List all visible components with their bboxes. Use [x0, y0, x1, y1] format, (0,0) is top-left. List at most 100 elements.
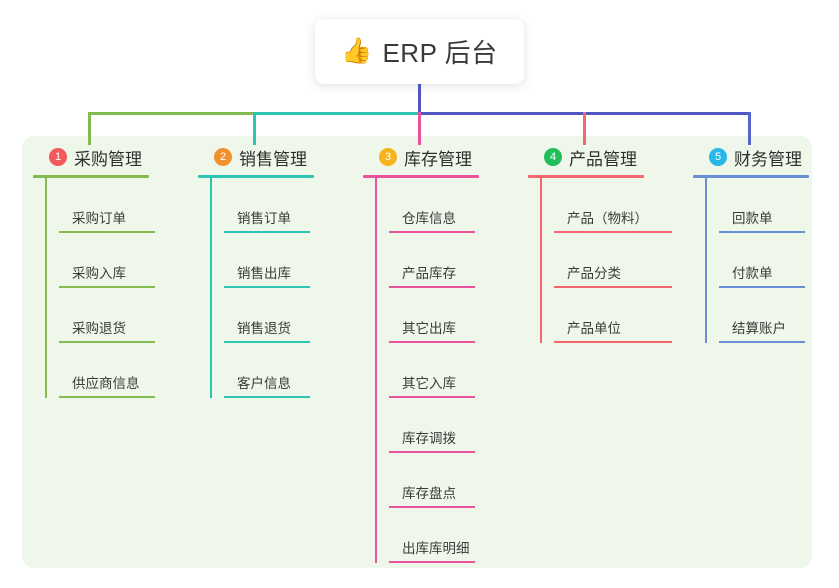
leaf-node[interactable]: 客户信息	[212, 343, 314, 398]
leaf-node-label: 其它出库	[402, 321, 456, 337]
leaf-node[interactable]: 销售出库	[212, 233, 314, 288]
branch-drop-2	[253, 112, 256, 145]
leaf-node-underline	[224, 396, 310, 398]
root-node-title: ERP 后台	[382, 38, 498, 68]
leaf-node-label: 回款单	[732, 211, 773, 227]
branch-drop-4	[583, 112, 586, 145]
leaf-node-label: 产品分类	[567, 266, 621, 282]
leaf-node-underline	[554, 286, 672, 288]
branch-underline-3	[363, 175, 479, 178]
branch-underline-5	[693, 175, 809, 178]
branch-items-5: 回款单付款单结算账户	[693, 178, 809, 343]
leaf-node-label: 采购订单	[72, 211, 126, 227]
branch-underline-1	[33, 175, 149, 178]
connector-bar-left	[88, 112, 253, 115]
branch-underline-4	[528, 175, 644, 178]
leaf-node-label: 采购退货	[72, 321, 126, 337]
leaf-node[interactable]: 销售退货	[212, 288, 314, 343]
leaf-node-label: 销售退货	[237, 321, 291, 337]
leaf-node-label: 出库库明细	[402, 541, 470, 557]
leaf-node-label: 付款单	[732, 266, 773, 282]
branch-drop-3	[418, 112, 421, 145]
branch-drop-5	[748, 112, 751, 145]
branch-spine-1	[45, 178, 47, 398]
branch-header-4[interactable]: 4 产品管理	[528, 145, 644, 169]
leaf-node-label: 产品单位	[567, 321, 621, 337]
branch-spine-5	[705, 178, 707, 343]
leaf-node-underline	[554, 341, 672, 343]
branch-title-1: 采购管理	[74, 149, 142, 169]
leaf-node[interactable]: 采购退货	[47, 288, 155, 343]
branch-title-2: 销售管理	[239, 149, 307, 169]
branch-title-4: 产品管理	[569, 149, 637, 169]
leaf-node[interactable]: 结算账户	[707, 288, 809, 343]
leaf-node-label: 产品（物料）	[567, 211, 648, 227]
leaf-node-label: 库存盘点	[402, 486, 456, 502]
leaf-node-underline	[389, 341, 475, 343]
leaf-node[interactable]: 供应商信息	[47, 343, 155, 398]
leaf-node[interactable]: 产品分类	[542, 233, 672, 288]
branch-column-4: 4 产品管理产品（物料） 产品分类产品单位	[528, 145, 672, 343]
branch-column-2: 2 销售管理销售订单销售出库销售退货客户信息	[198, 145, 314, 398]
leaf-node-underline	[389, 506, 475, 508]
leaf-node-underline	[554, 231, 672, 233]
leaf-node[interactable]: 其它入库	[377, 343, 479, 398]
leaf-node-underline	[389, 561, 475, 563]
branch-spine-4	[540, 178, 542, 343]
leaf-node-underline	[389, 451, 475, 453]
leaf-node-label: 销售订单	[237, 211, 291, 227]
leaf-node[interactable]: 库存调拨	[377, 398, 479, 453]
branch-underline-2	[198, 175, 314, 178]
leaf-node-underline	[59, 341, 155, 343]
branch-header-3[interactable]: 3 库存管理	[363, 145, 479, 169]
leaf-node-underline	[389, 286, 475, 288]
branch-header-1[interactable]: 1 采购管理	[33, 145, 149, 169]
leaf-node-label: 结算账户	[732, 321, 786, 337]
leaf-node-underline	[719, 286, 805, 288]
leaf-node[interactable]: 采购订单	[47, 178, 155, 233]
leaf-node[interactable]: 其它出库	[377, 288, 479, 343]
leaf-node[interactable]: 回款单	[707, 178, 809, 233]
branch-badge-4: 4	[544, 148, 562, 166]
leaf-node[interactable]: 产品库存	[377, 233, 479, 288]
leaf-node[interactable]: 付款单	[707, 233, 809, 288]
leaf-node-label: 产品库存	[402, 266, 456, 282]
branch-badge-5: 5	[709, 148, 727, 166]
leaf-node[interactable]: 采购入库	[47, 233, 155, 288]
leaf-node-label: 仓库信息	[402, 211, 456, 227]
branch-column-1: 1 采购管理采购订单采购入库采购退货供应商信息	[33, 145, 155, 398]
leaf-node-underline	[224, 286, 310, 288]
leaf-node[interactable]: 出库库明细	[377, 508, 479, 563]
connector-bar-mid-left	[253, 112, 419, 115]
leaf-node-underline	[59, 396, 155, 398]
branch-drop-1	[88, 112, 91, 145]
leaf-node-underline	[389, 396, 475, 398]
leaf-node-underline	[389, 231, 475, 233]
diagram-background-panel	[22, 136, 812, 568]
branch-column-3: 3 库存管理仓库信息产品库存其它出库其它入库库存调拨库存盘点出库库明细	[363, 145, 479, 563]
leaf-node-underline	[59, 286, 155, 288]
branch-title-3: 库存管理	[404, 149, 472, 169]
leaf-node[interactable]: 库存盘点	[377, 453, 479, 508]
branch-badge-3: 3	[379, 148, 397, 166]
leaf-node-label: 客户信息	[237, 376, 291, 392]
leaf-node[interactable]: 产品单位	[542, 288, 672, 343]
branch-items-4: 产品（物料） 产品分类产品单位	[528, 178, 672, 343]
branch-badge-2: 2	[214, 148, 232, 166]
leaf-node[interactable]: 仓库信息	[377, 178, 479, 233]
leaf-node-label: 销售出库	[237, 266, 291, 282]
branch-header-2[interactable]: 2 销售管理	[198, 145, 314, 169]
leaf-node-underline	[224, 341, 310, 343]
trunk-connector	[418, 84, 421, 115]
root-node-erp-backend[interactable]: 👍 ERP 后台	[315, 19, 524, 84]
leaf-node-label: 库存调拨	[402, 431, 456, 447]
leaf-node-label: 供应商信息	[72, 376, 140, 392]
branch-items-1: 采购订单采购入库采购退货供应商信息	[33, 178, 155, 398]
leaf-node-label: 其它入库	[402, 376, 456, 392]
branch-items-2: 销售订单销售出库销售退货客户信息	[198, 178, 314, 398]
leaf-node[interactable]: 销售订单	[212, 178, 314, 233]
branch-badge-1: 1	[49, 148, 67, 166]
leaf-node[interactable]: 产品（物料）	[542, 178, 672, 233]
